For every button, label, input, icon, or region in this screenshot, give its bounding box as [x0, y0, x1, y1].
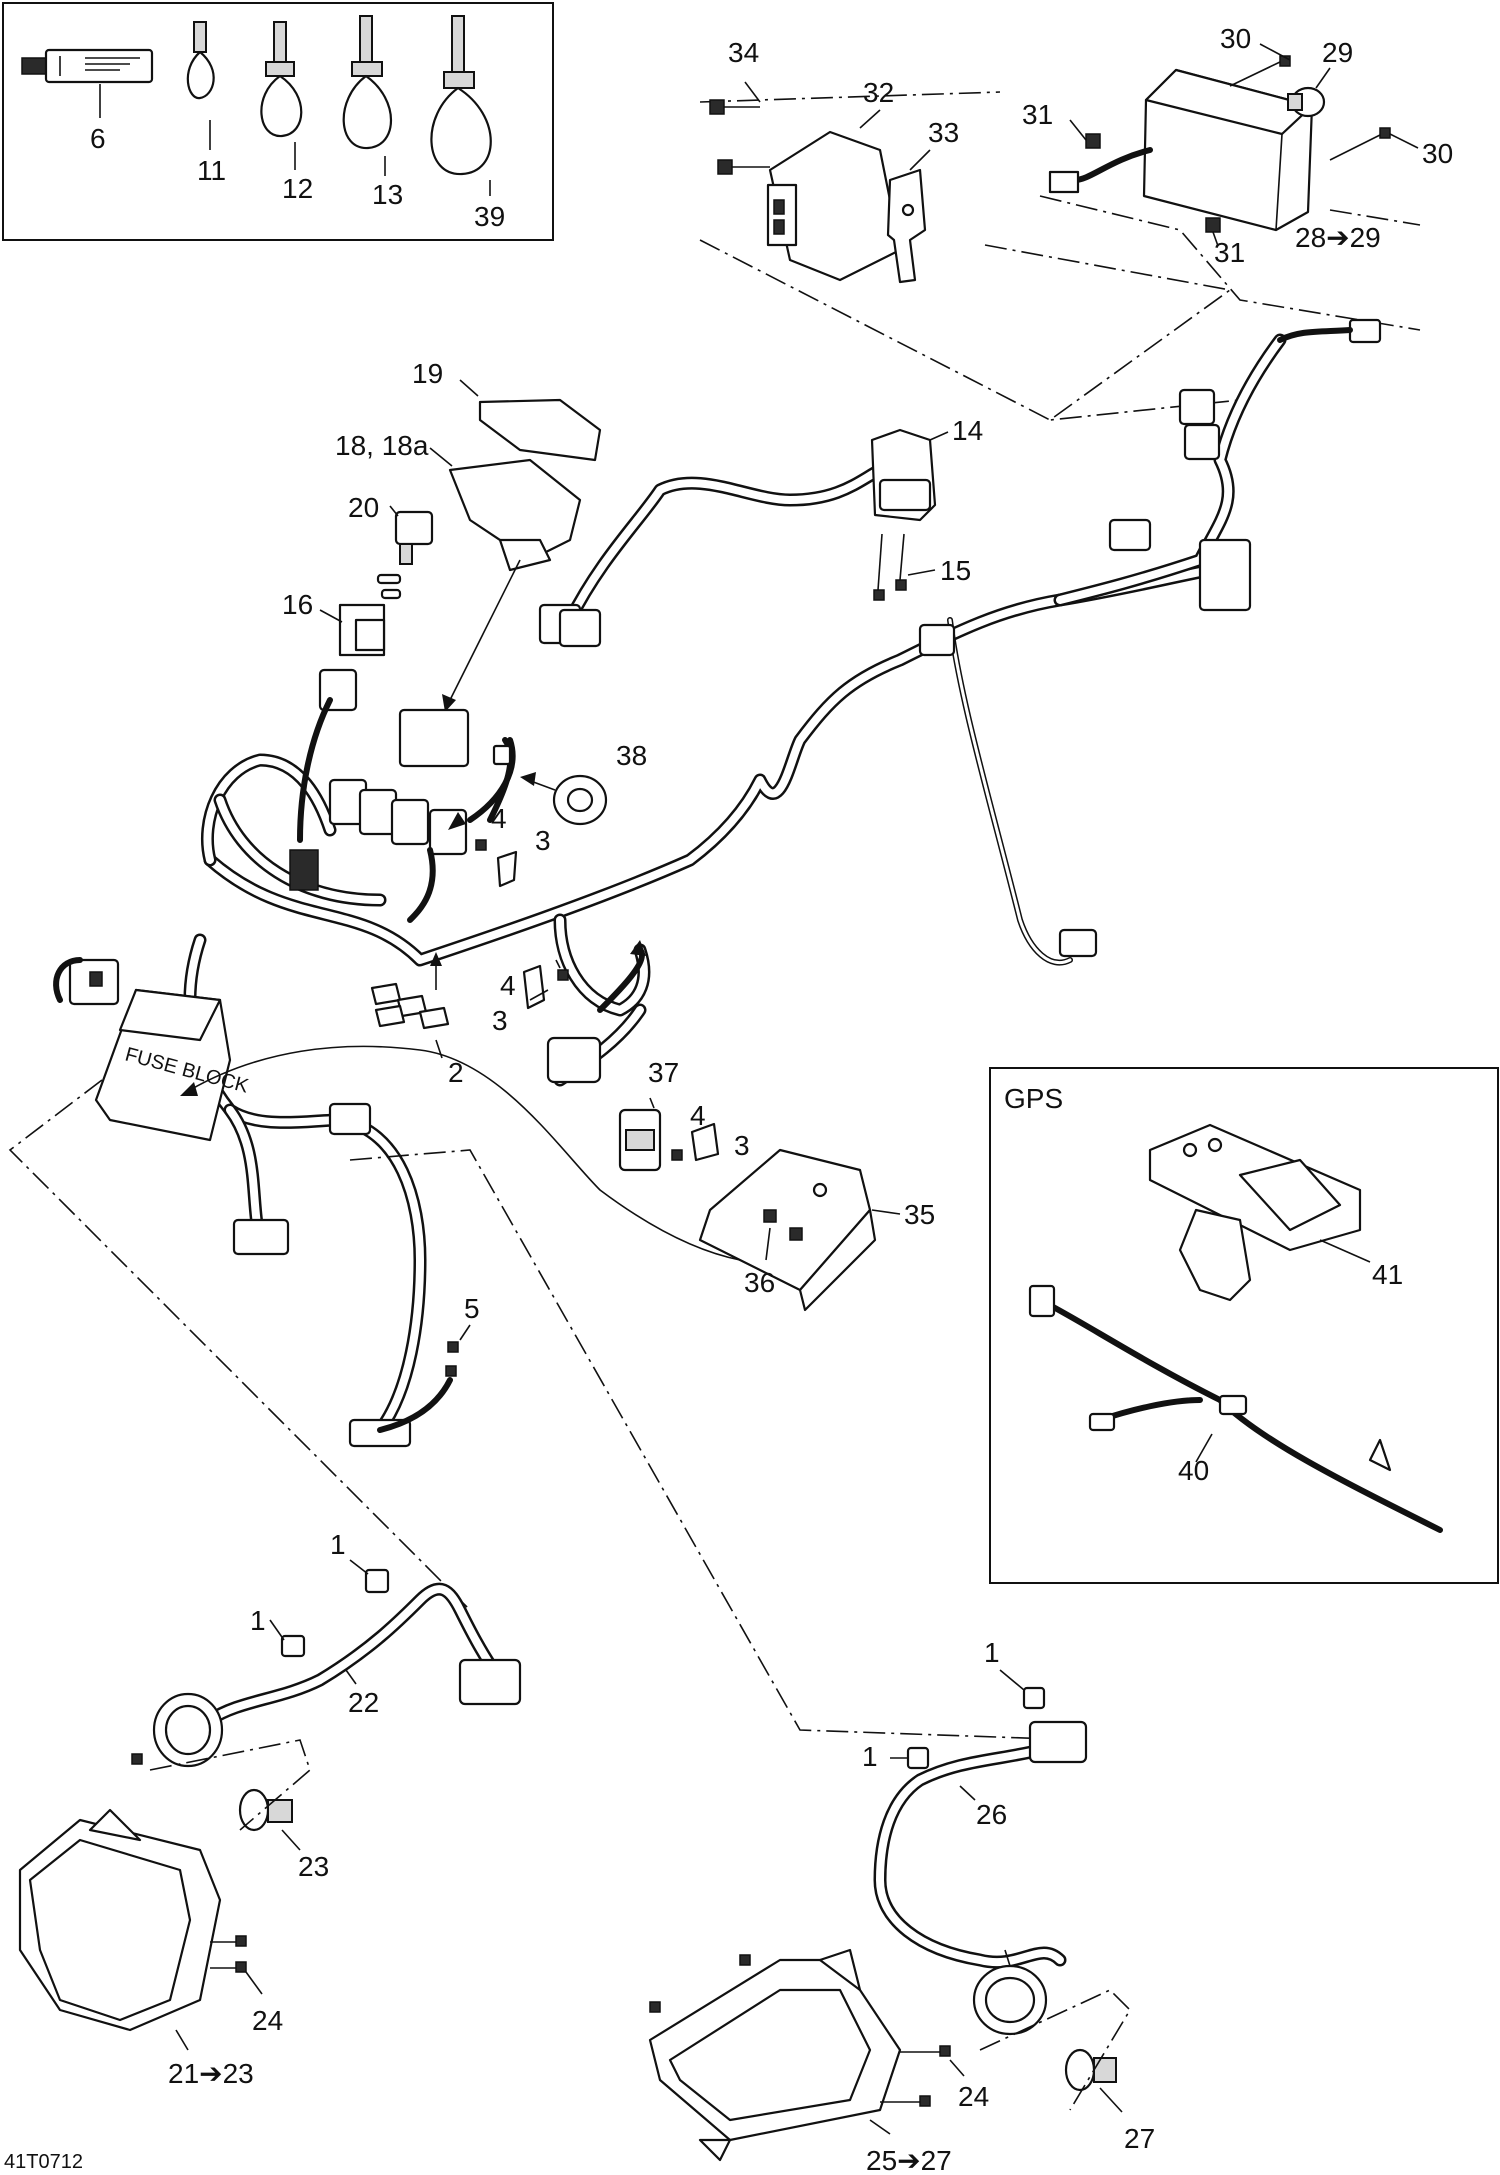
- callout-5: 5: [464, 1293, 480, 1324]
- callout-14: 14: [952, 415, 983, 446]
- callout-31-top: 31: [1022, 99, 1053, 130]
- gps-label-41: 41: [1372, 1259, 1403, 1290]
- callout-2: 2: [448, 1057, 464, 1088]
- callout-3-c: 3: [734, 1130, 750, 1161]
- clip-and-nut-center: [522, 940, 646, 1084]
- callout-26: 26: [976, 1799, 1007, 1830]
- callout-33: 33: [928, 117, 959, 148]
- left-headlight-assembly: [18, 1559, 522, 2051]
- callout-29: 29: [1322, 37, 1353, 68]
- callout-19: 19: [412, 358, 443, 389]
- callout-1-d: 1: [862, 1741, 878, 1772]
- callout-16: 16: [282, 589, 313, 620]
- callout-32: 32: [863, 77, 894, 108]
- callout-22: 22: [348, 1687, 379, 1718]
- callout-23: 23: [298, 1851, 329, 1882]
- callout-15: 15: [940, 555, 971, 586]
- callout-3-b: 3: [492, 1005, 508, 1036]
- callout-38: 38: [616, 740, 647, 771]
- bracket-assembly-35: [618, 1097, 901, 1312]
- left-branch-connectors: [180, 1045, 741, 1448]
- cable-tie-13-illustration: [342, 15, 392, 176]
- callout-3-a: 3: [535, 825, 551, 856]
- callout-1-c: 1: [984, 1637, 1000, 1668]
- kit-label-12: 12: [282, 173, 313, 204]
- callout-30-top: 30: [1220, 23, 1251, 54]
- callout-30-right: 30: [1422, 138, 1453, 169]
- kit-label-6: 6: [90, 123, 106, 154]
- gps-label-40: 40: [1178, 1455, 1209, 1486]
- cable-tie-12-illustration: [260, 21, 303, 170]
- gps-kit-box: GPS: [989, 1067, 1499, 1584]
- cable-tie-39-illustration: [430, 15, 492, 196]
- callout-34: 34: [728, 37, 759, 68]
- callout-24-a: 24: [252, 2005, 283, 2036]
- callout-28-29: 28➔29: [1295, 222, 1381, 253]
- kit-label-13: 13: [372, 179, 403, 210]
- drawing-code: 41T0712: [4, 2151, 83, 2173]
- callout-20: 20: [348, 492, 379, 523]
- tail-light-assembly-28: [1039, 43, 1421, 331]
- harness-connectors: [538, 318, 1382, 958]
- instrument-cluster-parts: [289, 379, 608, 923]
- callout-35: 35: [904, 1199, 935, 1230]
- right-headlight-assembly: [648, 1669, 1132, 2162]
- module-assembly-32: [699, 81, 1241, 422]
- callout-24-b: 24: [958, 2081, 989, 2112]
- callout-4-a: 4: [491, 803, 507, 834]
- main-wiring-harness: [183, 333, 1287, 1437]
- gps-box-title: GPS: [1004, 1083, 1063, 1114]
- callout-27: 27: [1124, 2123, 1155, 2154]
- callout-4-b: 4: [500, 970, 516, 1001]
- retainer-clips-2: [370, 952, 450, 1059]
- callout-1-a: 1: [330, 1529, 346, 1560]
- accessory-kit-box: 6 11 12 13 39: [2, 2, 554, 241]
- callout-31-bottom: 31: [1214, 237, 1245, 268]
- cable-tie-11-illustration: [186, 21, 215, 150]
- callout-1-b: 1: [250, 1605, 266, 1636]
- kit-label-39: 39: [474, 201, 505, 232]
- kit-label-11: 11: [197, 155, 226, 186]
- callout-37: 37: [648, 1057, 679, 1088]
- callout-25-27: 25➔27: [866, 2145, 952, 2175]
- switch-assembly-14: [870, 428, 949, 601]
- callout-4-c: 4: [690, 1100, 706, 1131]
- fuse-block: FUSE BLOCK: [53, 957, 251, 1142]
- callout-36: 36: [744, 1267, 775, 1298]
- grease-tube-illustration: [21, 48, 154, 118]
- callout-21-23: 21➔23: [168, 2058, 254, 2089]
- callout-18: 18, 18a: [335, 430, 429, 461]
